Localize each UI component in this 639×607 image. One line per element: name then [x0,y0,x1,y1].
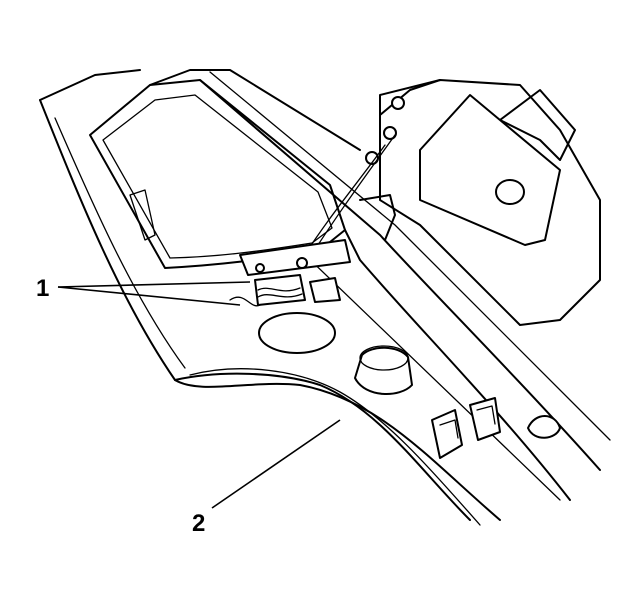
floor-features [258,312,413,396]
bracket-assembly [229,239,351,307]
retainer-clips [431,397,561,459]
leader-1b [57,286,241,306]
leader-1a [57,281,251,288]
callout-1: 1 [36,275,49,302]
callout-2: 2 [192,510,205,537]
roof-rail [149,69,611,501]
body-pillar [39,69,501,526]
window-opening [89,79,346,269]
leader-2 [211,419,341,509]
hinge-panel [359,79,601,326]
leader-lines [57,281,341,509]
